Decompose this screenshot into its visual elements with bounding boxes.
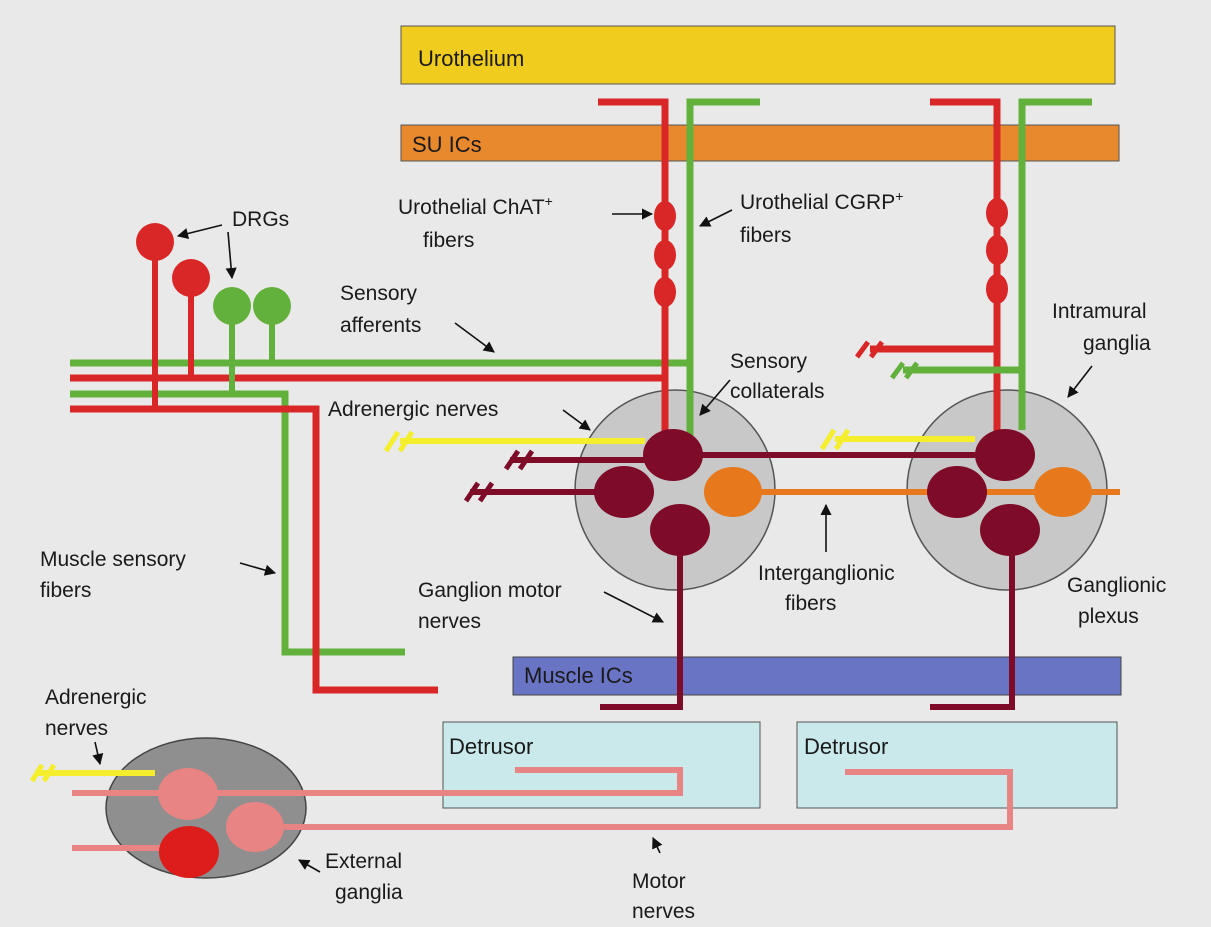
chat-varicosity-left-2 bbox=[654, 240, 676, 270]
arrow-motor-nerves bbox=[652, 836, 663, 854]
muscle-sensory-label-line2: fibers bbox=[40, 579, 91, 602]
green-muscle-sensory-fiber bbox=[70, 390, 405, 656]
su-ics-label: SU ICs bbox=[412, 132, 482, 157]
drg-soma-green-2 bbox=[253, 287, 291, 325]
ganglion-motor-label-line2: nerves bbox=[418, 610, 481, 633]
muscle-ics-band bbox=[512, 656, 1122, 696]
break-mark-yellow-left-1 bbox=[383, 430, 401, 453]
urothelial-chat-fiber-left bbox=[598, 98, 669, 450]
break-mark-green-right-1 bbox=[889, 361, 906, 380]
break-mark-maroon-lower-2 bbox=[477, 481, 495, 503]
muscle-ics-label: Muscle ICs bbox=[524, 663, 633, 688]
ganglionic-plexus-label-line1: Ganglionic bbox=[1067, 574, 1166, 597]
drg-soma-green-1 bbox=[213, 287, 251, 325]
ganglionic-plexus-label-line2: plexus bbox=[1078, 605, 1139, 628]
left-ganglion-neuron-bottom bbox=[650, 504, 710, 556]
adrenergic-nerves-label: Adrenergic nerves bbox=[328, 398, 498, 421]
break-mark-yellow-right-1 bbox=[819, 428, 837, 451]
right-ganglion-neuron-orange bbox=[1034, 467, 1092, 517]
motor-nerves-label-line1: Motor bbox=[632, 870, 686, 893]
urothelium-band bbox=[400, 25, 1116, 85]
break-mark-yellow-ext-2 bbox=[41, 763, 57, 783]
motor-nerve-to-left-detrusor bbox=[190, 767, 683, 796]
urothelial-cgrp-fiber-left bbox=[686, 98, 760, 450]
interganglionic-label-line2: fibers bbox=[785, 592, 836, 615]
chat-varicosity-left-1 bbox=[654, 201, 676, 231]
left-ganglion-neuron-top bbox=[643, 429, 703, 481]
right-ganglion-neuron-bottom bbox=[980, 504, 1040, 556]
external-ganglia-label-line2: ganglia bbox=[335, 881, 403, 904]
arrow-drgs-2 bbox=[225, 231, 237, 280]
motor-nerves-label-line2: nerves bbox=[632, 900, 695, 923]
red-muscle-sensory-fiber bbox=[70, 405, 438, 694]
adrenergic-external-label-line1: Adrenergic bbox=[45, 686, 147, 709]
drg-soma-red-2 bbox=[172, 259, 210, 297]
external-ganglion-neuron-pink-1 bbox=[158, 768, 218, 820]
adrenergic-external-label-line2: nerves bbox=[45, 717, 108, 740]
chat-varicosity-right-3 bbox=[986, 274, 1008, 304]
external-ganglion-neuron-pink-2 bbox=[226, 802, 284, 852]
arrow-adrenergic-nerves bbox=[562, 409, 591, 431]
sensory-afferents-label-line2: afferents bbox=[340, 314, 421, 337]
urothelial-cgrp-label-line1: Urothelial CGRP+ bbox=[740, 188, 903, 214]
urothelial-cgrp-fiber-right bbox=[1018, 98, 1092, 430]
break-mark-maroon-lower-1 bbox=[463, 481, 481, 503]
break-mark-red-right-2 bbox=[868, 340, 885, 359]
arrow-adrenergic-external bbox=[92, 741, 104, 766]
external-ganglia-label-line1: External bbox=[325, 850, 402, 873]
arrow-ganglion-motor bbox=[603, 591, 664, 623]
drg-soma-red-1 bbox=[136, 223, 174, 261]
break-mark-red-right-1 bbox=[854, 340, 871, 359]
arrow-urothelial-cgrp bbox=[698, 209, 733, 227]
break-mark-yellow-right-2 bbox=[833, 428, 851, 451]
urothelial-chat-label-text: Urothelial ChAT bbox=[398, 196, 545, 219]
sensory-afferents-label-line1: Sensory bbox=[340, 282, 418, 305]
chat-varicosity-left-3 bbox=[654, 277, 676, 307]
arrow-sensory-collaterals bbox=[699, 379, 731, 416]
arrow-sensory-afferents bbox=[454, 322, 495, 353]
su-ics-band bbox=[400, 124, 1120, 162]
arrow-intramural-ganglia bbox=[1067, 365, 1093, 398]
drgs-label: DRGs bbox=[232, 208, 289, 231]
break-mark-maroon-upper-2 bbox=[517, 449, 535, 471]
urothelial-chat-label-line2: fibers bbox=[423, 229, 474, 252]
external-ganglion-neuron-red bbox=[159, 826, 219, 878]
urothelium-label: Urothelium bbox=[418, 46, 524, 71]
break-mark-green-right-2 bbox=[903, 361, 920, 380]
ganglion-motor-nerve-left bbox=[600, 535, 683, 710]
ganglion-motor-label-line1: Ganglion motor bbox=[418, 579, 562, 602]
arrow-drgs-1 bbox=[176, 224, 223, 239]
urothelial-chat-fiber-right bbox=[930, 98, 1001, 450]
left-ganglion-neuron-left bbox=[594, 466, 654, 518]
right-ganglion-neuron-left bbox=[927, 466, 987, 518]
left-ganglion-neuron-orange bbox=[704, 467, 762, 517]
interganglionic-label-line1: Interganglionic bbox=[758, 562, 895, 585]
break-mark-yellow-left-2 bbox=[397, 430, 415, 453]
right-ganglion-neuron-top bbox=[975, 429, 1035, 481]
detrusor-label-left: Detrusor bbox=[449, 734, 533, 759]
detrusor-box-right bbox=[796, 721, 1118, 809]
detrusor-label-right: Detrusor bbox=[804, 734, 888, 759]
urothelial-chat-label-sup: + bbox=[545, 193, 553, 209]
break-mark-maroon-upper-1 bbox=[503, 449, 521, 471]
sensory-collaterals-label-line2: collaterals bbox=[730, 380, 825, 403]
urothelial-cgrp-label-line2: fibers bbox=[740, 224, 791, 247]
chat-varicosity-right-2 bbox=[986, 235, 1008, 265]
sensory-collaterals-label-line1: Sensory bbox=[730, 350, 808, 373]
intramural-ganglia-label-line1: Intramural bbox=[1052, 300, 1147, 323]
motor-nerve-to-right-detrusor bbox=[255, 769, 1013, 830]
urothelial-cgrp-label-text: Urothelial CGRP bbox=[740, 191, 895, 214]
chat-varicosity-right-1 bbox=[986, 198, 1008, 228]
ganglion-motor-nerve-right bbox=[930, 535, 1015, 710]
arrow-muscle-sensory bbox=[239, 562, 277, 576]
intramural-ganglia-label-line2: ganglia bbox=[1083, 332, 1151, 355]
urothelial-chat-label-line1: Urothelial ChAT+ bbox=[398, 193, 553, 219]
arrow-external-ganglia bbox=[298, 859, 321, 873]
break-mark-yellow-ext-1 bbox=[29, 763, 45, 783]
muscle-sensory-label-line1: Muscle sensory bbox=[40, 548, 186, 571]
urothelial-cgrp-label-sup: + bbox=[895, 188, 903, 204]
